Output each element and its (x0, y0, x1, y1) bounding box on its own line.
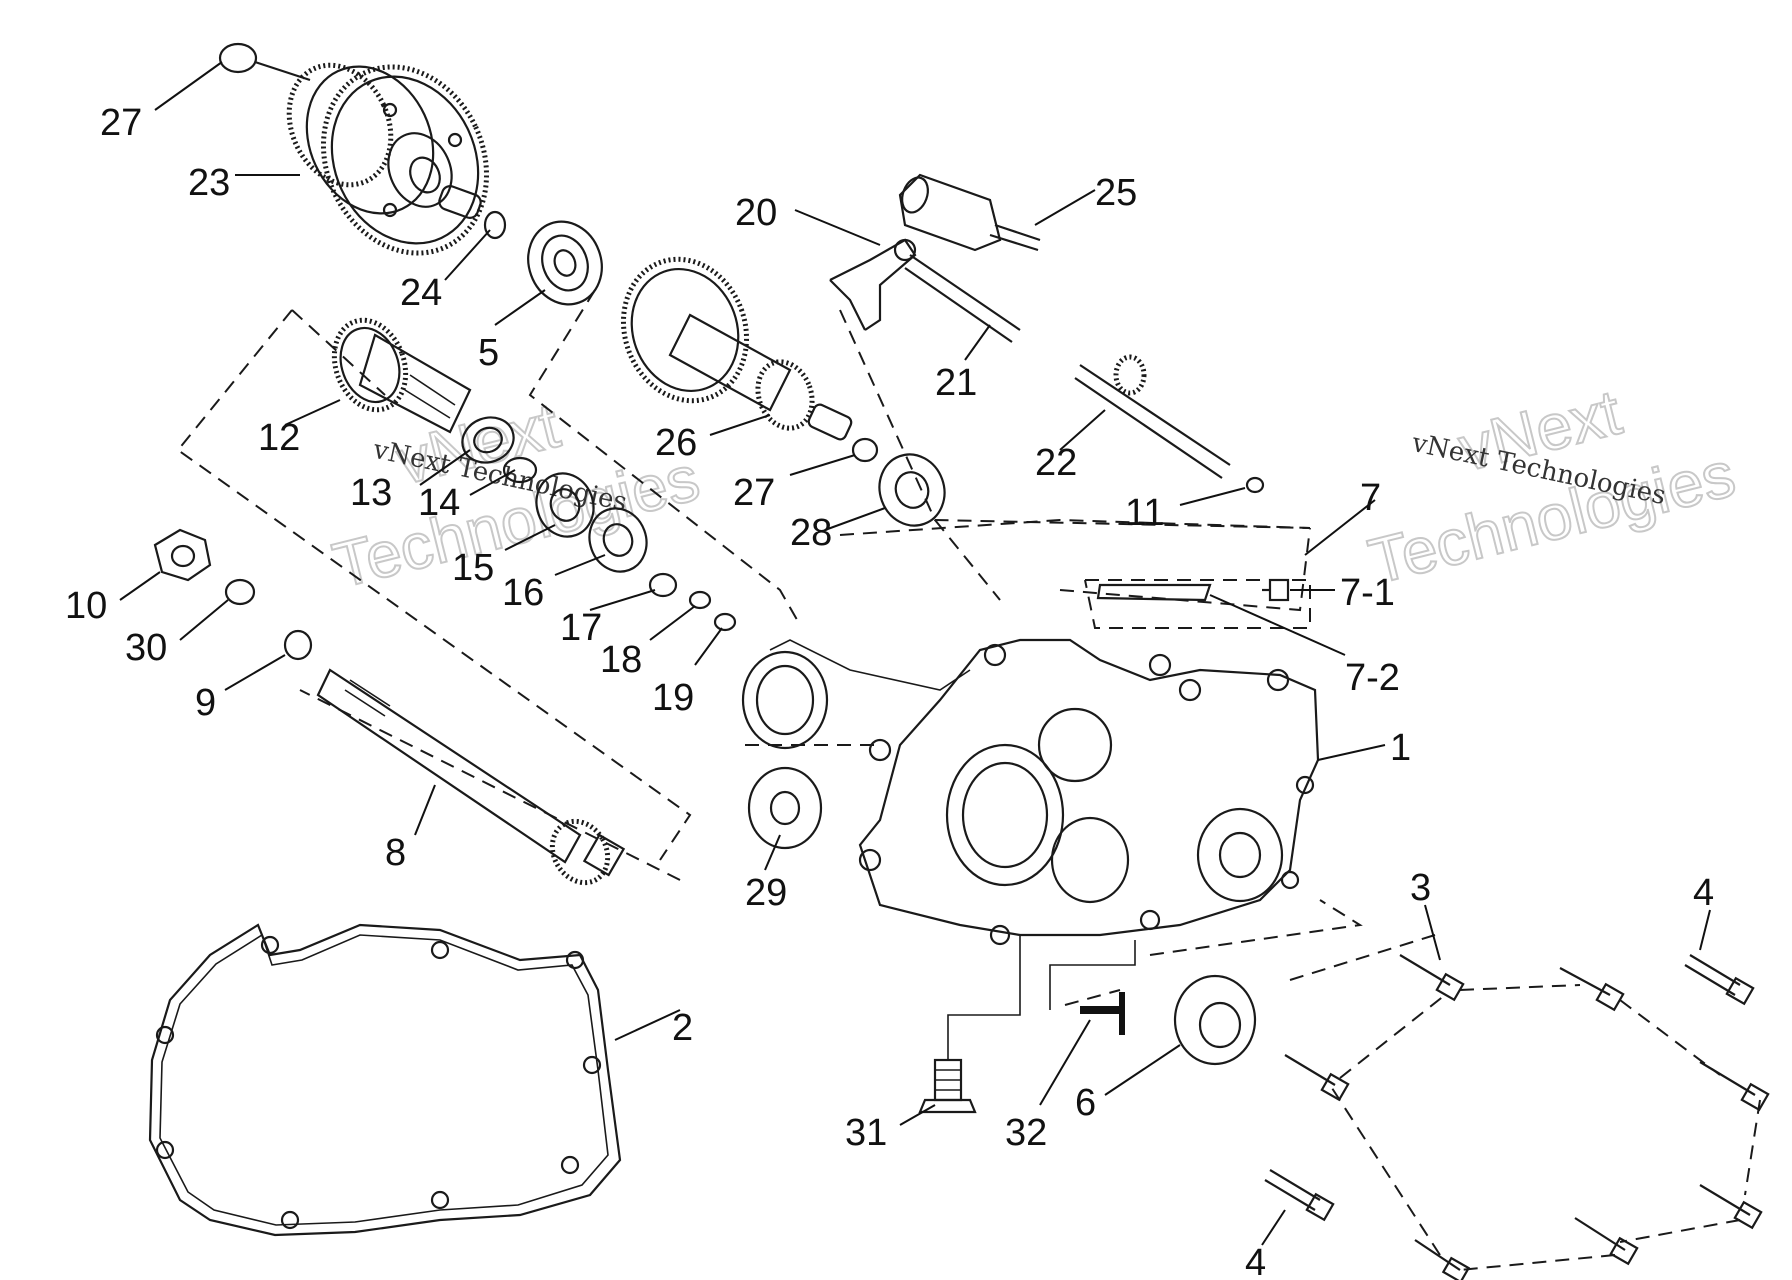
callout-labels: 27 23 24 5 12 13 14 15 16 17 18 19 10 30… (65, 102, 1714, 1280)
part-12-shaft (331, 317, 472, 434)
bolt-3 (1399, 954, 1465, 1002)
part-2-gasket (148, 923, 622, 1237)
part-9-ring (283, 629, 313, 661)
bolt-4-bottom (1264, 1169, 1335, 1222)
part-32-dowel-pin (1049, 940, 1136, 1035)
part-25-shift-drum (898, 173, 1041, 252)
part-6-plug (1173, 974, 1257, 1066)
callout-18: 18 (600, 639, 642, 681)
callout-17: 17 (560, 607, 602, 649)
callout-1: 1 (1390, 727, 1411, 769)
callout-26: 26 (655, 422, 697, 464)
part-1-crankcase-cover (769, 638, 1320, 946)
callout-14: 14 (418, 482, 460, 524)
watermark-left: vNext Technologies vNext Technologies (325, 388, 707, 603)
part-29-oil-seal (741, 650, 829, 850)
part-28-bearing (878, 453, 946, 527)
callout-19: 19 (652, 677, 694, 719)
callout-30: 30 (125, 627, 167, 669)
part-15-bearing (535, 472, 595, 538)
part-31-drain-bolt (918, 935, 1021, 1114)
callout-23: 23 (188, 162, 230, 204)
part-20-shift-fork (829, 238, 917, 331)
callout-22: 22 (1035, 442, 1077, 484)
part-14-ring (502, 456, 538, 484)
watermark-right: vNext Technologies vNext Technologies (1361, 375, 1743, 599)
callout-4-top: 4 (1693, 872, 1714, 914)
callout-2: 2 (672, 1007, 693, 1049)
callout-31: 31 (845, 1112, 887, 1154)
part-8-drive-shaft (316, 668, 626, 886)
part-27-washer-b (851, 437, 879, 463)
callout-10: 10 (65, 585, 107, 627)
callout-20: 20 (735, 192, 777, 234)
callout-9: 9 (195, 682, 216, 724)
callout-3: 3 (1410, 867, 1431, 909)
bolt-set-3 (1284, 954, 1770, 1280)
callout-25: 25 (1095, 172, 1137, 214)
callout-7-2: 7-2 (1345, 657, 1400, 699)
part-10-nut (153, 528, 212, 582)
part-11-washer (1245, 476, 1265, 494)
part-7-sensor-group (1084, 578, 1311, 629)
part-13-collar (461, 416, 515, 464)
callout-8: 8 (385, 832, 406, 874)
leader-lines (119, 61, 1711, 1246)
callout-6: 6 (1075, 1082, 1096, 1124)
part-5-bearing (527, 220, 603, 306)
callout-11: 11 (1125, 492, 1164, 534)
part-17-washer (648, 572, 678, 598)
part-26-countershaft (620, 256, 853, 441)
bolt-4-top (1684, 954, 1755, 1006)
callout-29: 29 (745, 872, 787, 914)
callout-7-1: 7-1 (1340, 572, 1395, 614)
callout-4-bottom: 4 (1245, 1242, 1266, 1280)
callout-7: 7 (1360, 477, 1381, 519)
part-24-washer (483, 210, 507, 240)
callout-15: 15 (452, 547, 494, 589)
part-22-shaft (1074, 354, 1231, 479)
part-19-clip (713, 612, 737, 632)
callout-12: 12 (258, 417, 300, 459)
callout-16: 16 (502, 572, 544, 614)
part-23-clutch-assembly (218, 42, 490, 256)
callout-27-mid: 27 (733, 472, 775, 514)
callout-5: 5 (478, 332, 499, 374)
callout-28: 28 (790, 512, 832, 554)
part-21-fork-shaft (904, 254, 1021, 343)
callout-13: 13 (350, 472, 392, 514)
callout-21: 21 (935, 362, 977, 404)
callout-32: 32 (1005, 1112, 1047, 1154)
part-18-clip (688, 590, 712, 610)
callout-24: 24 (400, 272, 442, 314)
part-16-bearing (588, 507, 648, 573)
callout-27-top: 27 (100, 102, 142, 144)
part-30-washer (224, 578, 256, 606)
assembly-dashed-lines (176, 289, 1436, 1006)
